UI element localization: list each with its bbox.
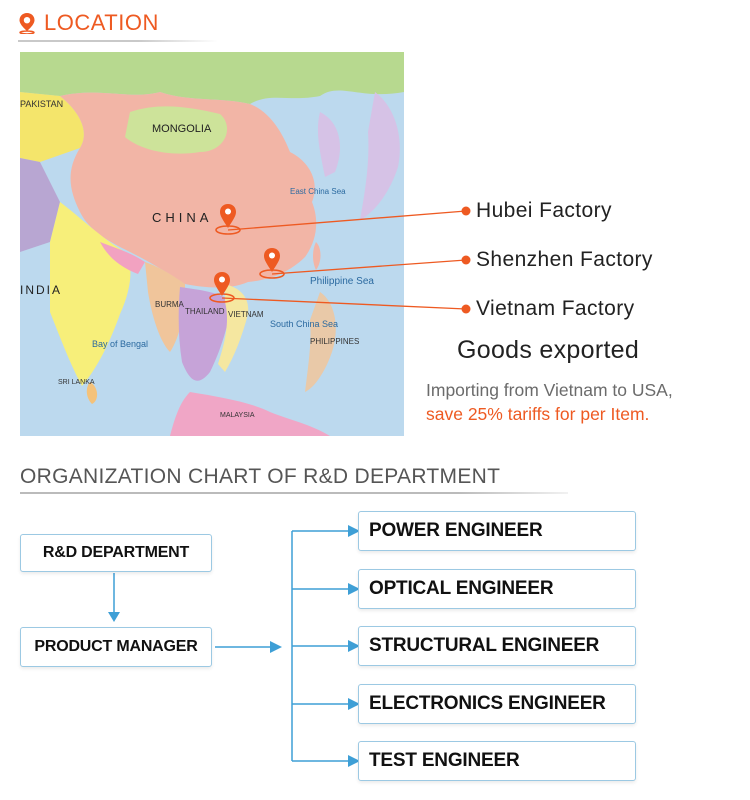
import-note-line1: Importing from Vietnam to USA, [426,380,673,400]
map-label-philippines: PHILIPPINES [310,337,359,346]
map-label-east-china-sea: East China Sea [290,187,346,196]
map-label-vietnam: VIETNAM [228,310,264,319]
shenzhen-factory-label: Shenzhen Factory [476,248,653,271]
map-label-china: CHINA [152,210,212,225]
power-engineer-box: POWER ENGINEER [358,511,636,551]
map-label-burma: BURMA [155,300,185,309]
import-note: Importing from Vietnam to USA, save 25% … [426,378,673,426]
hubei-pin-icon [215,204,241,235]
org-chart-title: ORGANIZATION CHART OF R&D DEPARTMENT [20,465,501,488]
structural-engineer-box: STRUCTURAL ENGINEER [358,626,636,666]
goods-exported-title: Goods exported [457,336,640,364]
map-label-mongolia: MONGOLIA [152,123,212,135]
map-label-philippine-sea: Philippine Sea [310,276,374,287]
rd-department-box: R&D DEPARTMENT [20,534,212,572]
electronics-engineer-box: ELECTRONICS ENGINEER [358,684,636,724]
asia-map: PAKISTAN MONGOLIA CHINA INDIA BURMA THAI… [20,52,404,436]
location-title-underline [18,40,218,42]
map-label-malaysia: MALAYSIA [220,412,255,419]
map-pin-icon [19,13,35,34]
import-note-line2: save 25% tariffs for per Item. [426,404,650,424]
location-title: LOCATION [44,10,159,35]
location-header: LOCATION [18,6,159,40]
map-label-thailand: THAILAND [185,307,225,316]
factory-connectors [221,206,471,314]
map-label-south-china-sea: South China Sea [270,319,338,329]
org-chart-title-underline [20,492,568,494]
test-engineer-box: TEST ENGINEER [358,741,636,781]
map-label-bay-of-bengal: Bay of Bengal [92,339,148,349]
shenzhen-pin-icon [259,248,285,279]
product-manager-box: PRODUCT MANAGER [20,627,212,667]
map-label-sri-lanka: SRI LANKA [58,379,95,386]
hubei-factory-label: Hubei Factory [476,199,612,222]
map-label-india: INDIA [20,283,62,297]
map-label-pakistan: PAKISTAN [20,99,63,109]
vietnam-factory-label: Vietnam Factory [476,297,635,320]
optical-engineer-box: OPTICAL ENGINEER [358,569,636,609]
